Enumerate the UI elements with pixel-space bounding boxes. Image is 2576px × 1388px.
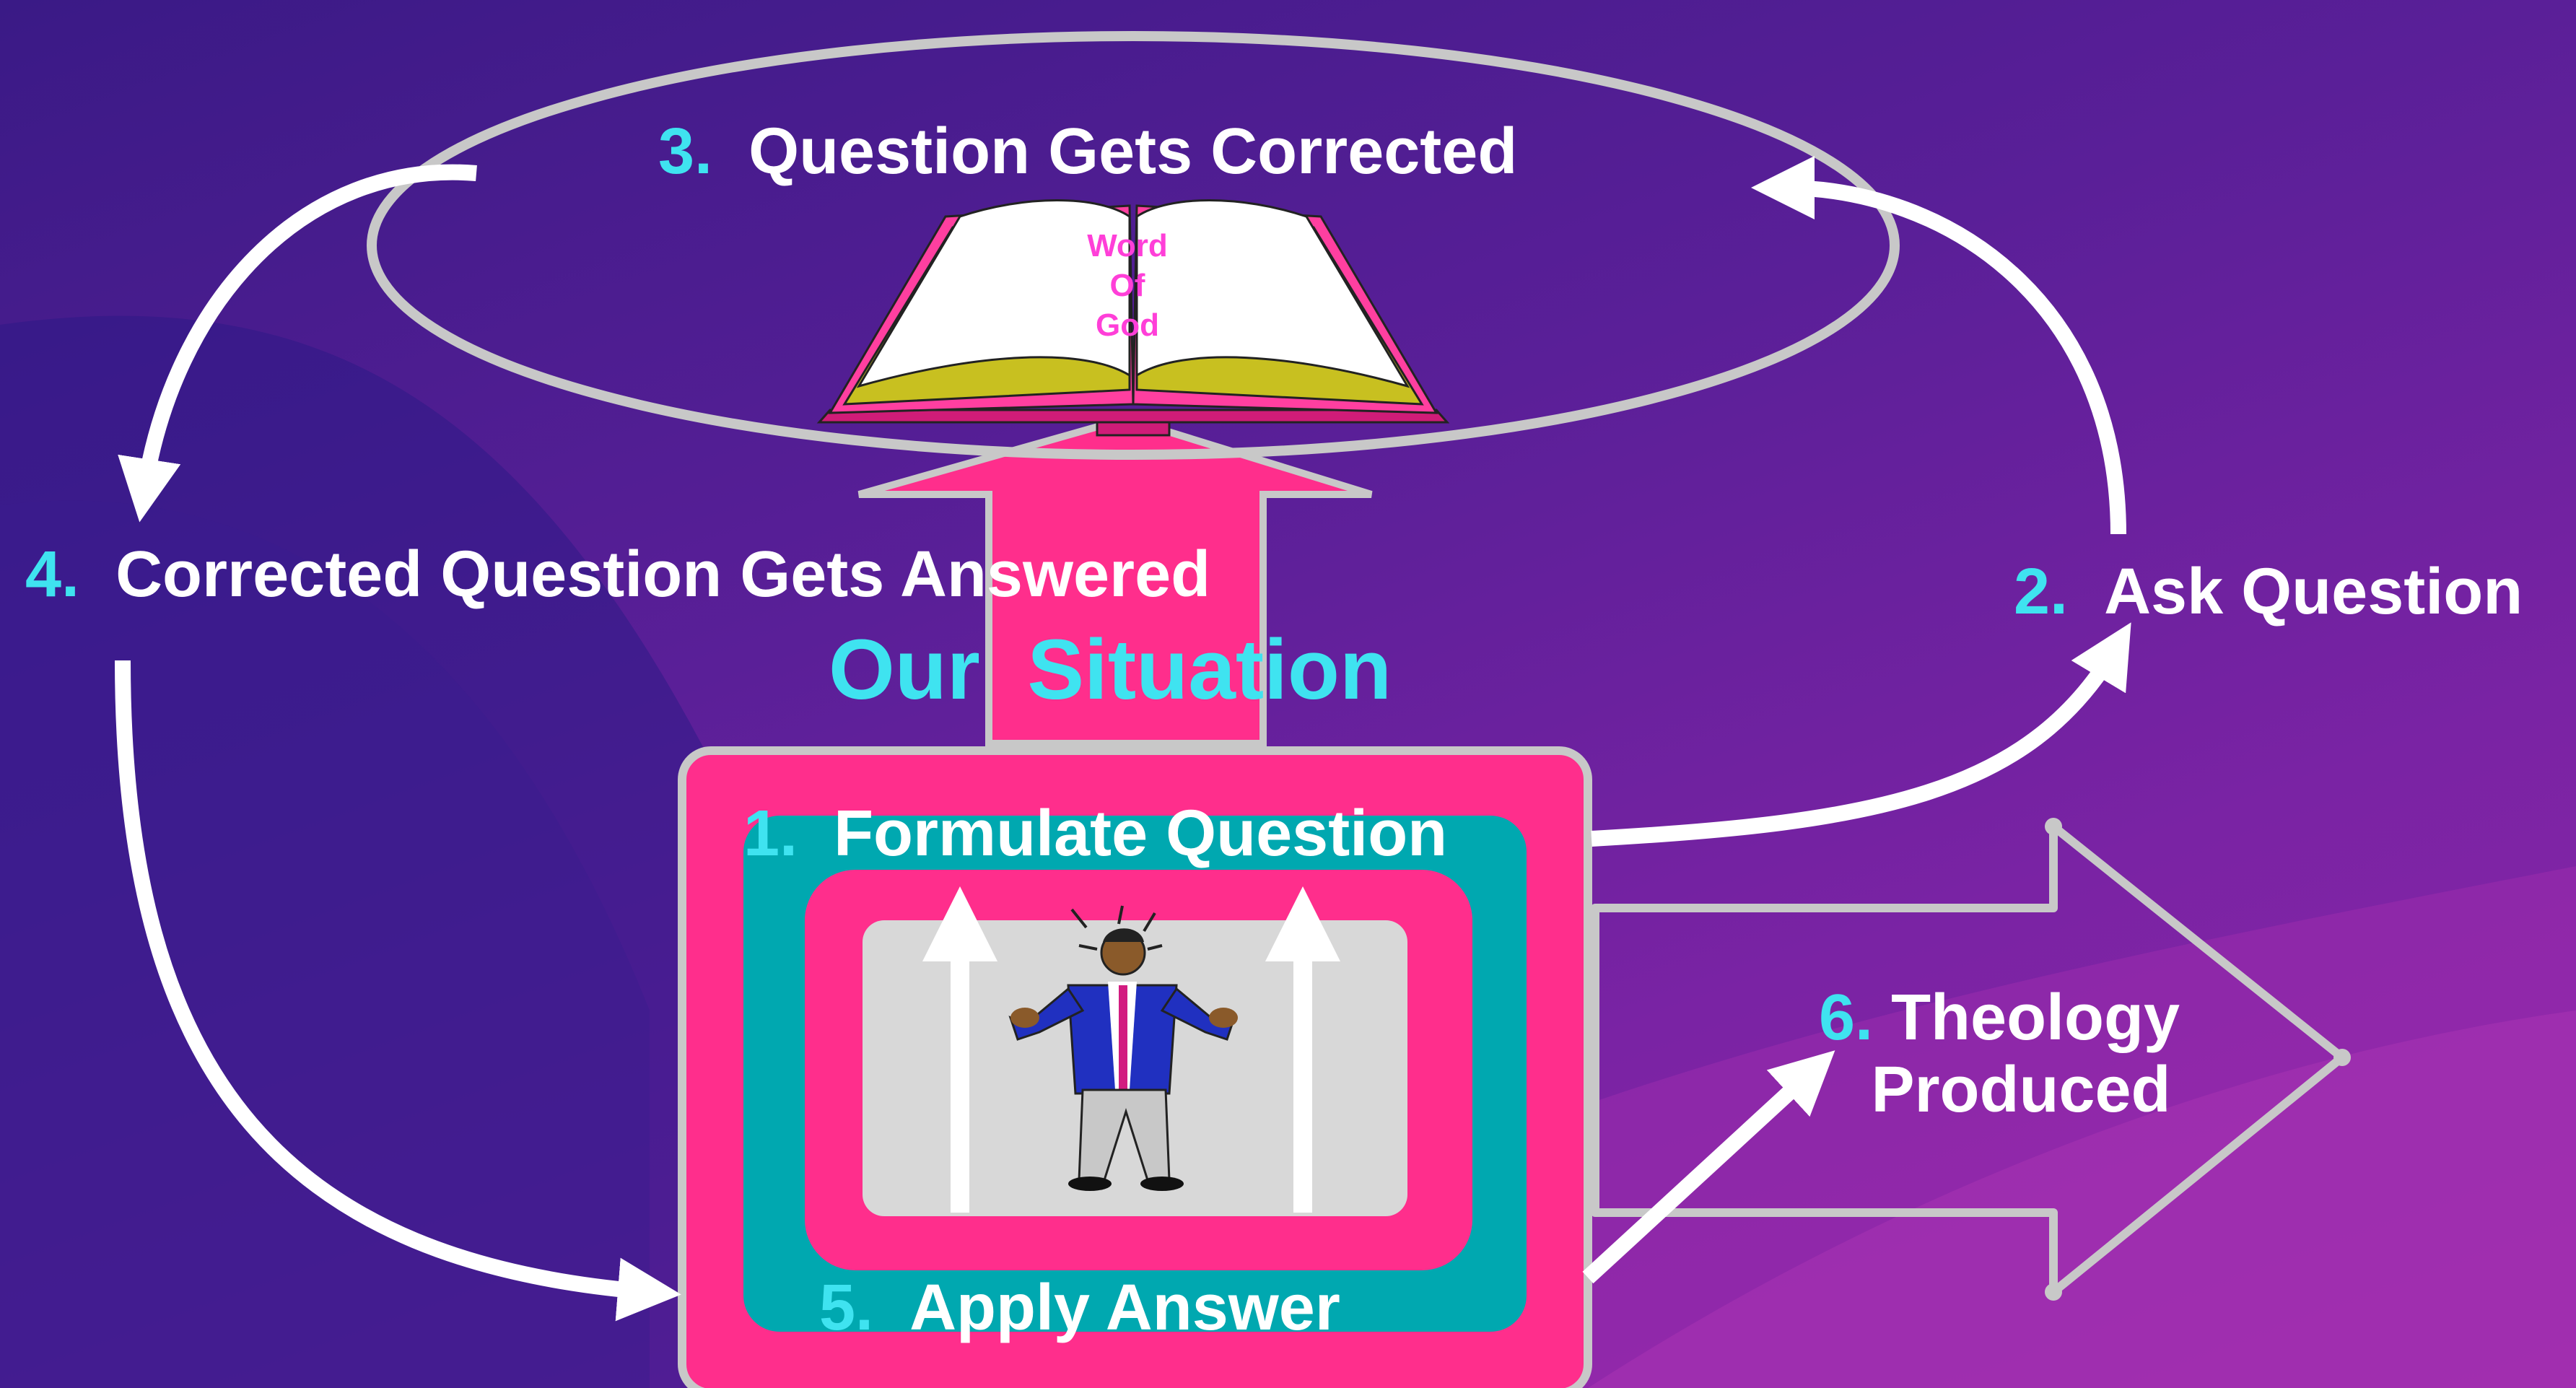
confused-person-icon xyxy=(1008,905,1238,1191)
bible-icon: Word Of God xyxy=(816,199,1450,437)
arrow-from-step-1 xyxy=(1591,622,2131,847)
step-6-label: 6.Theology xyxy=(1819,982,2180,1054)
theology-arrow xyxy=(1591,818,2351,1301)
book-line3: God xyxy=(1096,307,1159,343)
step-2-text: Ask Question xyxy=(2104,556,2523,628)
step-6-number: 6. xyxy=(1819,982,1873,1054)
step-2-label: 2. Ask Question xyxy=(2014,556,2523,628)
arrow-to-step-5 xyxy=(115,660,681,1322)
background-waves xyxy=(0,315,2576,1388)
step-2-number: 2. xyxy=(2014,556,2068,628)
step-3-text: Question Gets Corrected xyxy=(748,115,1517,188)
step-5-label: 5. Apply Answer xyxy=(819,1272,1340,1344)
arrow-to-step-6 xyxy=(1582,1050,1835,1284)
step-4-text: Corrected Question Gets Answered xyxy=(115,538,1210,611)
step-3-label: 3. Question Gets Corrected xyxy=(658,115,1517,188)
step-1-text: Formulate Question xyxy=(834,798,1447,870)
situation-label: Our Situation xyxy=(829,622,1392,717)
correction-ellipse xyxy=(367,31,1900,460)
book-line1: Word xyxy=(1087,228,1168,263)
step-5-number: 5. xyxy=(819,1272,873,1344)
step-5-text: Apply Answer xyxy=(909,1272,1340,1344)
step-3-number: 3. xyxy=(658,115,712,188)
step-4-label: 4. Corrected Question Gets Answered xyxy=(25,538,1210,611)
step-4-number: 4. xyxy=(25,538,79,611)
step-1-label: 1. Formulate Question xyxy=(743,798,1447,870)
arrow-to-step-2 xyxy=(1751,156,2126,535)
step-1-number: 1. xyxy=(743,798,798,870)
arrow-to-step-4 xyxy=(118,164,477,523)
step-6-text: Theology xyxy=(1891,982,2180,1054)
step-6-text-line2: Produced xyxy=(1871,1054,2170,1126)
book-line2: Of xyxy=(1110,268,1145,303)
